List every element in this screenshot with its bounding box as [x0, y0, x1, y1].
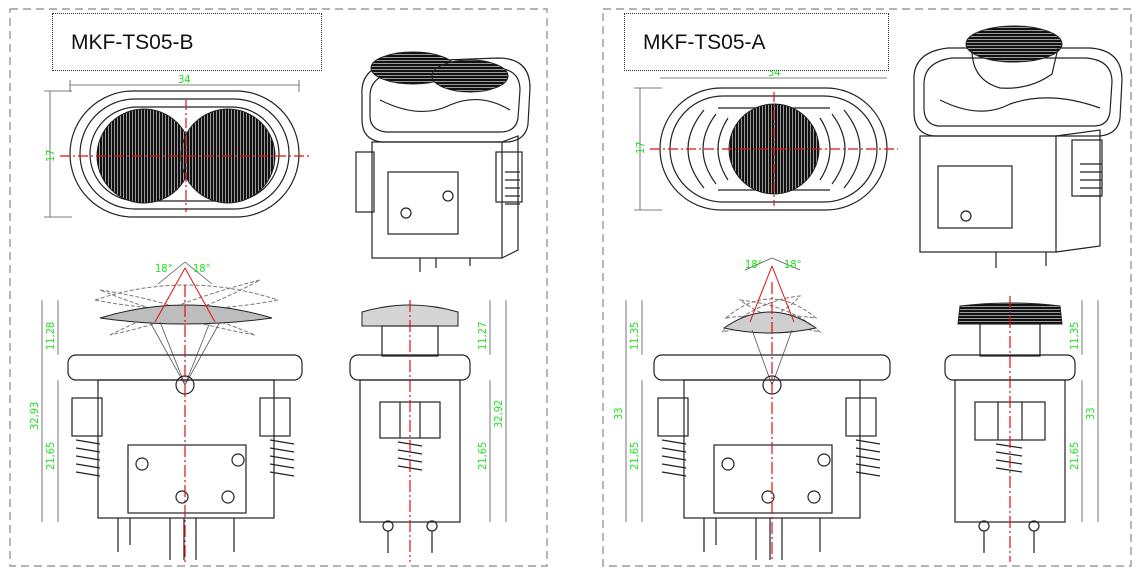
- angle-right-b: 18°: [193, 262, 211, 275]
- dim-total-a: 33: [612, 407, 625, 420]
- panel-a-top-view: 34 17: [634, 66, 898, 211]
- dim-lower-b: 21,65: [44, 442, 57, 470]
- dim-lower-right-a: 21,65: [1068, 442, 1081, 470]
- panel-b-side-view: 11,27 32,92 21,65: [349, 300, 507, 562]
- panel-b-front-view: 18° 18° 11,28 32,93 21,65: [28, 261, 303, 562]
- panel-a-front-view: 18° 18° 11,35 33 21,65: [612, 257, 891, 562]
- dim-height-b: 17: [44, 149, 57, 162]
- panel-b-iso-view: [355, 51, 531, 272]
- dim-width-b: 34: [178, 73, 191, 86]
- dim-lower-right-b: 21,65: [476, 442, 489, 470]
- dim-lower-a: 21,65: [628, 442, 641, 470]
- dim-upper-b: 11,28: [44, 322, 57, 350]
- dim-total-right-a: 33: [1084, 407, 1097, 420]
- panel-a-border: [602, 8, 1132, 567]
- angle-left-a: 18°: [745, 258, 763, 271]
- panel-b-border: [9, 8, 548, 567]
- panel-a-iso-view: [913, 25, 1123, 268]
- dim-height-a: 17: [634, 141, 647, 154]
- angle-left-b: 18°: [155, 262, 173, 275]
- dim-upper-a: 11,35: [628, 322, 641, 350]
- dim-total-right-b: 32,92: [492, 400, 505, 428]
- dim-upper-right-b: 11,27: [476, 322, 489, 350]
- dim-total-b: 32,93: [28, 402, 41, 430]
- panel-b-top-view: 34 17: [44, 73, 310, 218]
- model-title-b: MKF-TS05-B: [52, 13, 322, 71]
- model-title-a: MKF-TS05-A: [624, 13, 889, 71]
- dim-upper-right-a: 11,35: [1068, 322, 1081, 350]
- angle-right-a: 18°: [784, 258, 802, 271]
- panel-a-side-view: 11,35 33 21,65: [944, 296, 1099, 562]
